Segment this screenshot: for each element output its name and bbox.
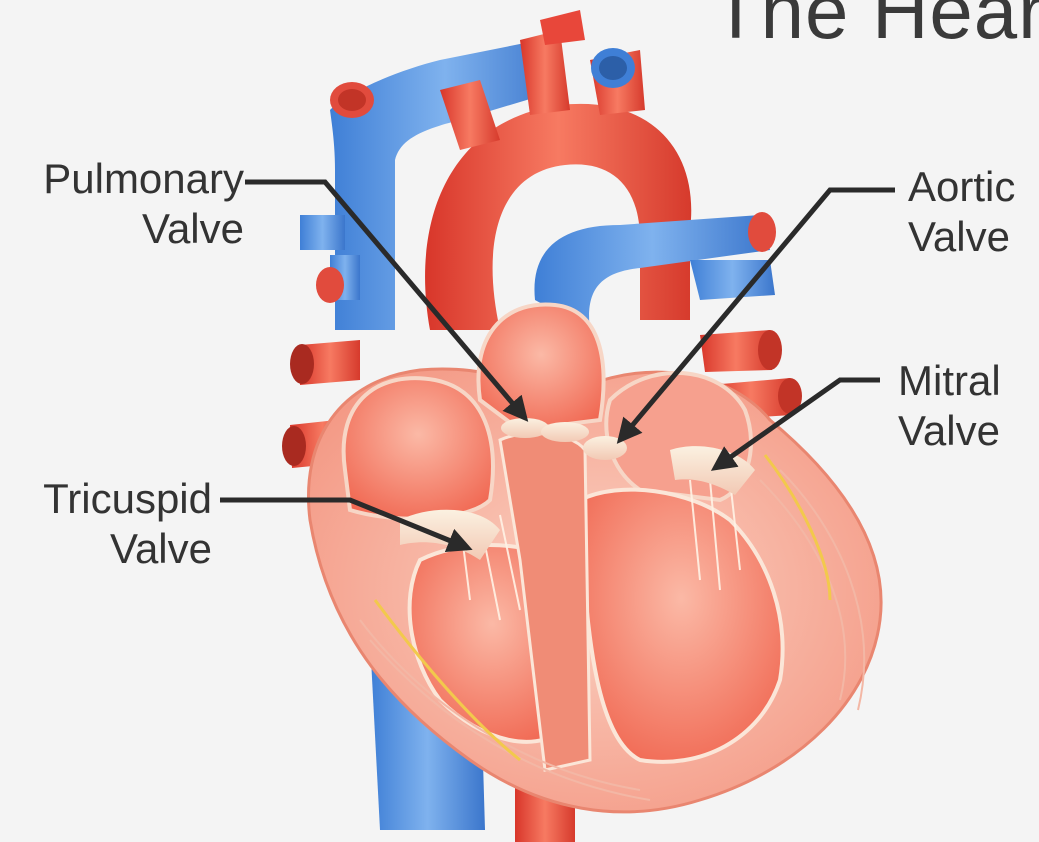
mitral-valve-label: Mitral Valve — [898, 356, 1038, 456]
pulmonary-trunk — [478, 304, 603, 430]
pulmonary-valve-label-line2: Valve — [12, 204, 244, 254]
right-atrium — [344, 378, 493, 519]
mitral-valve-label-line2: Valve — [898, 406, 1038, 456]
pulmonary-valve-label-line1: Pulmonary — [12, 154, 244, 204]
aortic-valve-label-line1: Aortic — [908, 162, 1039, 212]
mitral-valve-label-line1: Mitral — [898, 356, 1038, 406]
aortic-valve-label-line2: Valve — [908, 212, 1039, 262]
aortic-valve-label: Aortic Valve — [908, 162, 1039, 262]
tricuspid-valve-label-line1: Tricuspid — [4, 474, 212, 524]
tricuspid-valve-label: Tricuspid Valve — [4, 474, 212, 574]
tricuspid-valve-label-line2: Valve — [4, 524, 212, 574]
pulmonary-valve-label: Pulmonary Valve — [12, 154, 244, 254]
